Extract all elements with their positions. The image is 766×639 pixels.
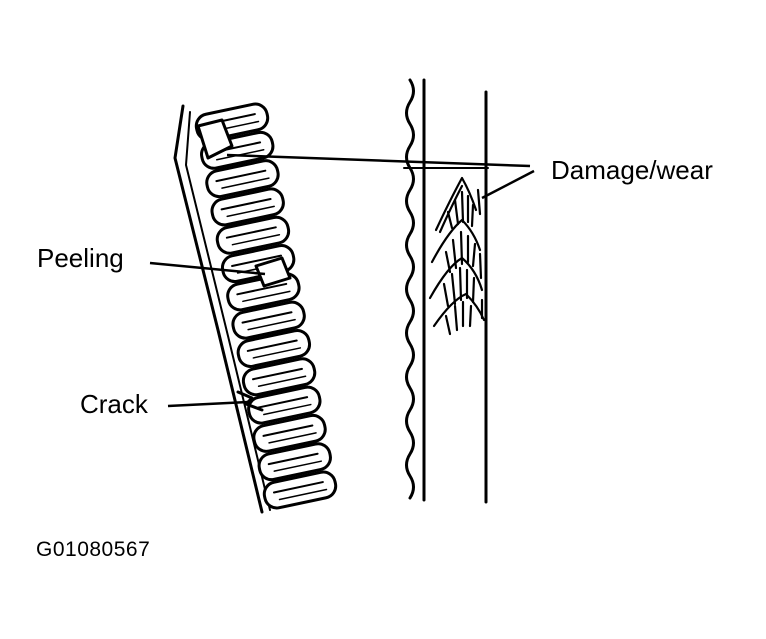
belt-teeth bbox=[194, 102, 338, 510]
belt-tooth bbox=[252, 413, 327, 453]
belt-tooth bbox=[247, 385, 322, 425]
belt-tooth bbox=[205, 159, 280, 199]
toothed-belt-left bbox=[173, 102, 338, 514]
belt-tooth bbox=[231, 300, 306, 340]
belt-wavy-edge bbox=[405, 78, 415, 500]
label-crack: Crack bbox=[80, 389, 148, 419]
leader-lines bbox=[149, 153, 535, 408]
belt-back-edge bbox=[173, 104, 264, 514]
leader-crack bbox=[167, 400, 249, 408]
leader-damage-left bbox=[226, 153, 531, 168]
belt-tooth bbox=[215, 215, 291, 255]
leader-peeling bbox=[149, 261, 266, 276]
leader-damage-right bbox=[481, 169, 535, 200]
label-peeling: Peeling bbox=[37, 243, 124, 273]
belt-tooth bbox=[257, 442, 332, 482]
belt-tooth bbox=[241, 357, 317, 397]
crack-mark bbox=[236, 390, 264, 412]
wear-marks bbox=[428, 176, 486, 336]
belt-edge-view bbox=[403, 78, 489, 504]
belt-tooth bbox=[262, 470, 338, 510]
peeling-flap bbox=[254, 256, 292, 288]
belt-back-edge-inner bbox=[185, 111, 271, 511]
belt-tooth bbox=[210, 187, 285, 227]
belt-tooth bbox=[236, 328, 312, 368]
label-damage-wear: Damage/wear bbox=[551, 155, 713, 185]
tooth-damage-notch bbox=[196, 118, 234, 160]
figure-id: G01080567 bbox=[36, 538, 151, 561]
